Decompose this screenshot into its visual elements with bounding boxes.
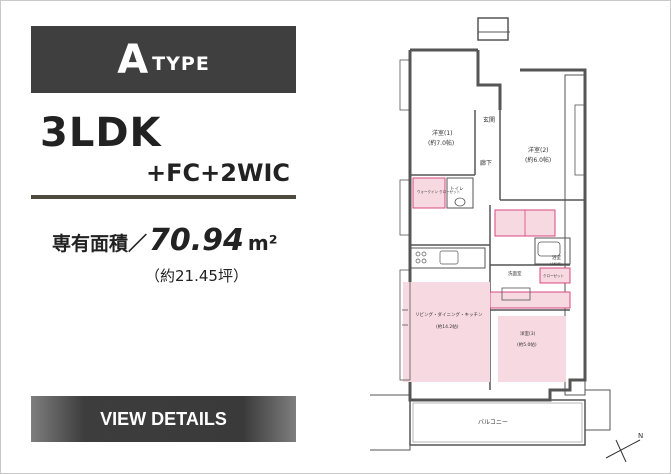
storage-blocks: ウォークイン クローゼット トイレ クローゼット	[412, 177, 571, 309]
divider	[31, 195, 296, 199]
layout-title: 3LDK	[40, 110, 162, 156]
kitchen-counter	[409, 247, 486, 269]
type-banner: A TYPE	[31, 26, 296, 93]
area-label: 専有面積／	[52, 233, 148, 255]
windows	[399, 59, 586, 381]
closet-label: クローゼット	[543, 273, 564, 278]
toilet-label: トイレ	[450, 187, 464, 192]
area-unit: m²	[247, 231, 278, 255]
type-letter: A	[117, 36, 149, 83]
bath-size: (1616)	[550, 262, 562, 266]
layout-extras: +FC+2WIC	[146, 159, 290, 187]
ldk-size: (約14.2帖)	[436, 323, 459, 330]
room-bedroom1: 洋室(1) (約7.0帖)	[428, 129, 454, 147]
bedroom3-label: 洋室(3)	[520, 330, 536, 337]
ldk-label: リビング・ダイニング・キッチン	[415, 311, 483, 318]
floor-plan: バルコニー 洋室(1) (約7.0帖) 洋室(2) (約6.0帖) 玄関 廊下 …	[370, 17, 643, 463]
bedroom2-size: (約6.0帖)	[525, 156, 551, 164]
room-bath: 浴室 (1616) 洗面室	[501, 237, 571, 301]
compass-icon: N	[605, 432, 643, 463]
top-railing	[477, 17, 510, 41]
type-word: TYPE	[152, 52, 210, 75]
entrance-label: 玄関	[483, 116, 495, 124]
hall-label: 廊下	[480, 159, 492, 167]
area-tsubo: （約21.45坪）	[145, 267, 248, 285]
wic-label: ウォークイン クローゼット	[417, 189, 460, 194]
bedroom2-label: 洋室(2)	[528, 146, 549, 154]
room-bedroom2: 洋室(2) (約6.0帖)	[525, 146, 551, 164]
bedroom1-label: 洋室(1)	[432, 129, 453, 137]
bath-label: 浴室	[552, 254, 561, 261]
bedroom3-size: (約5.0帖)	[517, 341, 537, 348]
balcony: バルコニー	[370, 389, 611, 451]
room-ldk: リビング・ダイニング・キッチン (約14.2帖)	[403, 282, 490, 382]
bedroom1-size: (約7.0帖)	[428, 139, 454, 147]
view-details-button[interactable]: VIEW DETAILS	[31, 396, 296, 442]
room-entrance: 玄関 廊下	[480, 116, 495, 167]
balcony-label: バルコニー	[478, 419, 508, 426]
svg-text:N: N	[638, 432, 643, 440]
washroom-label: 洗面室	[508, 270, 522, 277]
area-value: 70.94	[149, 223, 244, 258]
room-bedroom3: 洋室(3) (約5.0帖)	[498, 316, 566, 382]
